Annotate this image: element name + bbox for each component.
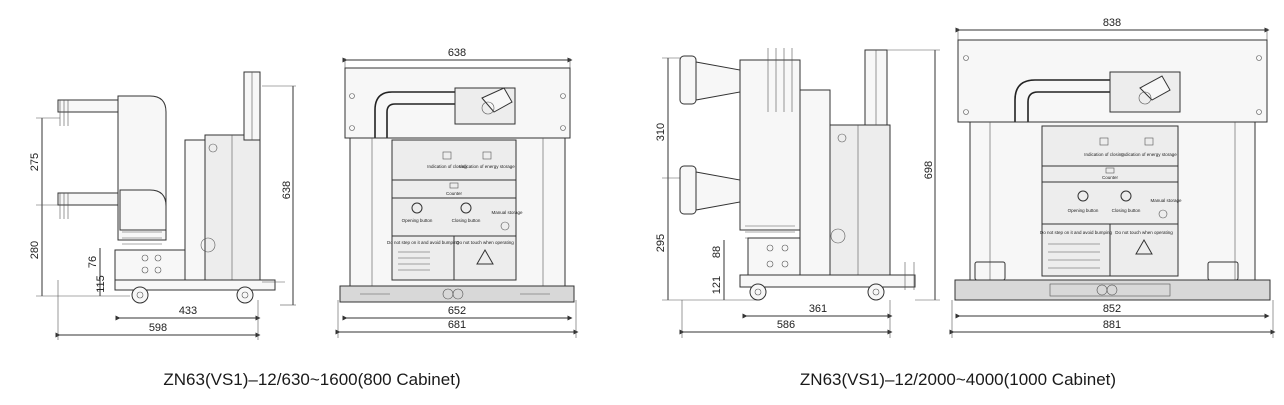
closing-button-symbol: [460, 202, 472, 214]
label-closing: Closing button: [452, 218, 481, 223]
dim-bottom-outer-1000: 881: [1103, 319, 1121, 331]
caption-1000: ZN63(VS1)–12/2000~4000(1000 Cabinet): [800, 370, 1116, 389]
label-counter: Counter: [446, 191, 463, 196]
side-view-1000: 310 295 88 121 698 361: [655, 48, 940, 338]
label-warning-right: Do not touch when operating: [456, 240, 514, 245]
dim-bottom-inner: 652: [448, 305, 466, 317]
label-closing-1000: Closing button: [1112, 208, 1141, 213]
front-view-800: 638 Indication of closing Indication of …: [335, 47, 579, 338]
dim-total: 598: [149, 322, 167, 334]
dim-base: 433: [179, 305, 197, 317]
label-ind-closing: Indication of closing: [427, 164, 467, 169]
label-warning-left-1000: Do not step on it and avoid bumping: [1040, 230, 1113, 235]
label-warning-right-1000: Do not touch when operating: [1115, 230, 1173, 235]
dim-lower-1000: 295: [655, 234, 667, 252]
dim-bottom-outer: 681: [448, 319, 466, 331]
opening-button-symbol-1000: [1077, 190, 1089, 202]
dim-lower: 280: [29, 241, 41, 259]
label-ind-energy: Indication of energy storage: [459, 164, 515, 169]
dim-top: 638: [448, 47, 466, 59]
label-opening-1000: Opening button: [1068, 208, 1099, 213]
front-view-1000: 838 Indication of closing Indication of …: [949, 17, 1276, 338]
chassis-base: [339, 285, 575, 303]
dim-height-1000: 698: [923, 161, 935, 179]
opening-button-symbol: [411, 202, 423, 214]
dim-small-a-1000: 88: [711, 246, 723, 258]
dim-height: 638: [281, 181, 293, 199]
dim-total-1000: 586: [777, 319, 795, 331]
label-manual-1000: Manual storage: [1150, 198, 1182, 203]
breaker-body-1000: [829, 124, 891, 276]
dim-small-a: 76: [87, 256, 99, 268]
caption-800: ZN63(VS1)–12/630~1600(800 Cabinet): [163, 370, 460, 389]
dim-bottom-inner-1000: 852: [1103, 303, 1121, 315]
side-view-800: 275 280 76 115: [29, 71, 296, 340]
insulator-pole-1000: [739, 59, 801, 231]
label-warning-left: Do not step on it and avoid bumping: [387, 240, 460, 245]
dim-upper-1000: 310: [655, 123, 667, 141]
label-counter-1000: Counter: [1102, 175, 1119, 180]
dim-small-b-1000: 121: [711, 276, 723, 294]
label-ind-energy-1000: Indication of energy storage: [1121, 152, 1177, 157]
label-opening: Opening button: [402, 218, 433, 223]
dim-base-1000: 361: [809, 303, 827, 315]
label-manual: Manual storage: [491, 210, 523, 215]
label-ind-closing-1000: Indication of closing: [1084, 152, 1124, 157]
dim-small-b: 115: [95, 275, 107, 293]
chassis-base-1000: [954, 279, 1271, 301]
dim-top-1000: 838: [1103, 17, 1121, 29]
warning-triangle-icon-1000: [1135, 238, 1153, 255]
dim-upper: 275: [29, 153, 41, 171]
closing-button-symbol-1000: [1120, 190, 1132, 202]
warning-triangle-icon: [476, 248, 494, 265]
